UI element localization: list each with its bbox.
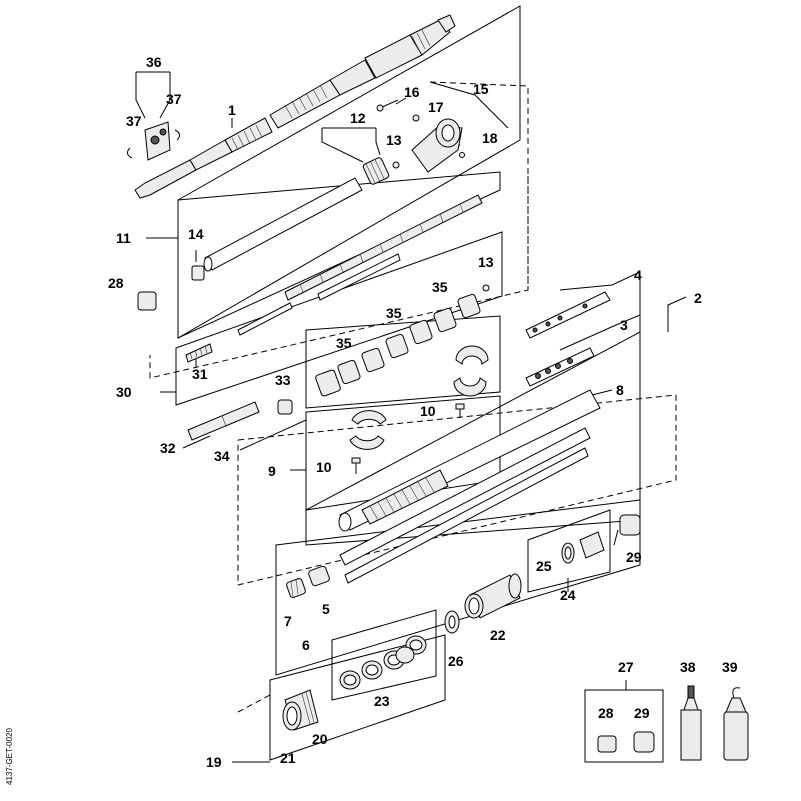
callout-13-top: 13 [386, 132, 402, 148]
bearing-row-35 [315, 284, 490, 397]
callout-1: 1 [228, 102, 236, 118]
grease-tube-38 [680, 685, 702, 761]
callout-27: 27 [618, 659, 634, 675]
callout-34: 34 [214, 448, 230, 464]
bushing-29-right [619, 514, 641, 536]
callout-7: 7 [284, 613, 292, 629]
frame-sleeve-assembly [527, 509, 611, 593]
spring-31 [185, 343, 213, 363]
drawing-id: 4137-GET-0020 [5, 728, 14, 785]
washer-18 [459, 152, 465, 158]
oil-bottle-39 [723, 687, 749, 761]
end-cap-21 [282, 689, 319, 731]
callout-19: 19 [206, 754, 222, 770]
washer-17 [412, 114, 420, 122]
frame-end-cap-assembly [269, 634, 446, 761]
coupling-5 [308, 565, 330, 587]
callout-2: 2 [694, 290, 702, 306]
frame-bearing-assembly [175, 231, 503, 406]
callout-35-right: 35 [432, 279, 448, 295]
main-drive-shaft-8 [338, 389, 601, 584]
frame-dashed-upper [149, 81, 529, 379]
callout-21: 21 [280, 750, 296, 766]
ring-set-23 [339, 635, 427, 690]
callout-4: 4 [634, 267, 642, 283]
callout-35-mid: 35 [386, 305, 402, 321]
callout-20: 20 [312, 731, 328, 747]
shaft-32 [187, 401, 260, 441]
callout-28-left: 28 [108, 275, 124, 291]
callout-37-right: 37 [166, 91, 182, 107]
callout-17: 17 [428, 99, 444, 115]
splined-shaft-inner [237, 194, 483, 336]
callout-39: 39 [722, 659, 738, 675]
ring-26-inner [448, 615, 456, 629]
screw-10-lower [351, 457, 361, 474]
frame-coupling-assembly [275, 499, 641, 676]
callout-23: 23 [374, 693, 390, 709]
circlip-13-top [392, 161, 400, 169]
callout-6: 6 [302, 637, 310, 653]
callout-3: 3 [620, 317, 628, 333]
sleeve-assembly-24 [561, 531, 605, 564]
callout-24: 24 [560, 587, 576, 603]
callout-37-left: 37 [126, 113, 142, 129]
callout-28-kit: 28 [598, 705, 614, 721]
leader-lines [135, 71, 687, 763]
callout-33: 33 [275, 372, 291, 388]
callout-36: 36 [146, 54, 162, 70]
callout-30: 30 [116, 384, 132, 400]
frame-tube-assembly [177, 171, 501, 339]
callout-10-upper: 10 [420, 403, 436, 419]
frame-drive-shaft-assembly [177, 5, 521, 339]
callout-22: 22 [490, 627, 506, 643]
sleeve-22 [464, 573, 522, 619]
bushing-28-left [137, 291, 157, 311]
callout-8: 8 [616, 382, 624, 398]
drive-shaft [134, 14, 456, 199]
kit-bushing-28 [597, 735, 617, 753]
clamp-halves-upper [453, 345, 489, 397]
screw-10-upper [455, 403, 465, 418]
frame-service-kit [584, 689, 664, 763]
callout-29-kit: 29 [634, 705, 650, 721]
frame-dashed-lower [237, 394, 677, 586]
needle-bearing-12 [362, 157, 390, 185]
callout-15: 15 [473, 81, 489, 97]
callout-26: 26 [448, 653, 464, 669]
callout-10-lower: 10 [316, 459, 332, 475]
frame-ring-set [331, 609, 437, 701]
small-parts-strip-4 [525, 291, 611, 339]
callout-31: 31 [192, 366, 208, 382]
small-parts-strip-3 [525, 347, 595, 387]
callout-9: 9 [268, 463, 276, 479]
frame-dashed-bottom [237, 694, 271, 713]
clamp-halves-lower [349, 410, 387, 450]
gearbox-housing [411, 118, 463, 173]
gear-clip-assembly [126, 121, 181, 161]
callout-labels: 1 2 3 4 5 6 7 8 9 10 10 11 12 13 13 14 1… [108, 54, 738, 770]
callout-5: 5 [322, 601, 330, 617]
bushing-33 [277, 399, 293, 415]
callout-38: 38 [680, 659, 696, 675]
bushing-14 [191, 265, 205, 281]
callout-18: 18 [482, 130, 498, 146]
screw-16 [376, 99, 399, 112]
callout-16: 16 [404, 84, 420, 100]
callout-32: 32 [160, 440, 176, 456]
callout-14: 14 [188, 226, 204, 242]
callout-13-right: 13 [478, 254, 494, 270]
bearing-7 [286, 578, 306, 598]
callout-35-left: 35 [336, 335, 352, 351]
callout-29-right: 29 [626, 549, 642, 565]
kit-bushing-29 [633, 731, 655, 753]
callout-12: 12 [350, 110, 366, 126]
callout-11: 11 [116, 230, 131, 246]
callout-25: 25 [536, 558, 552, 574]
shaft-tube-11 [203, 177, 363, 272]
